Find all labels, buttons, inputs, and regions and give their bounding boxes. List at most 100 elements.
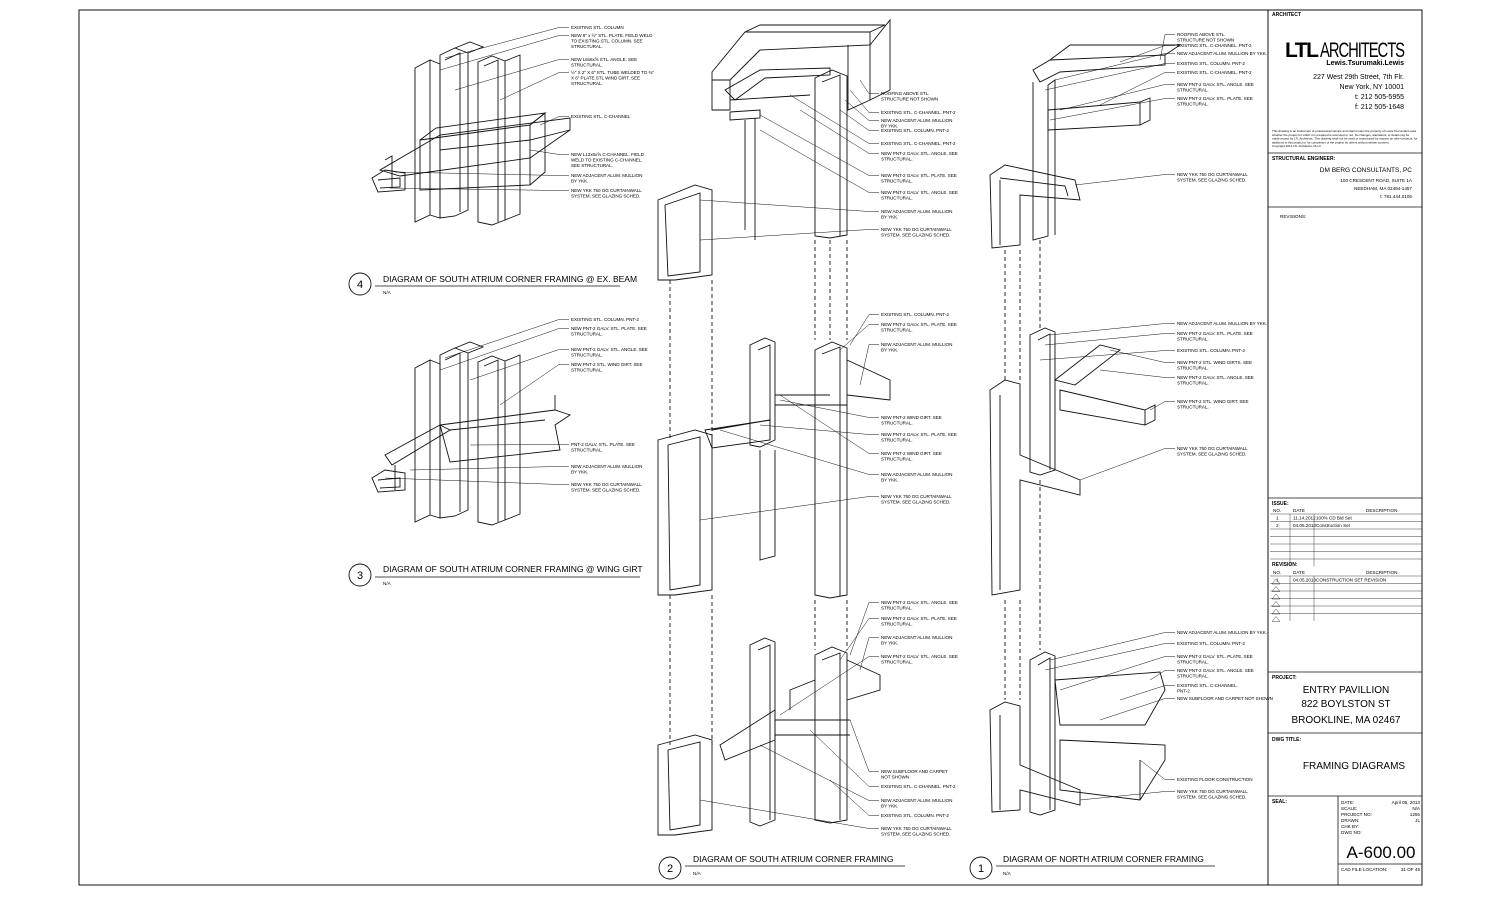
revision-delta-icon: [1271, 601, 1281, 607]
leader-line: [779, 399, 879, 418]
meta-label: PROJECT NO:: [1341, 812, 1372, 817]
callout-note: NEW ADJACENT ALUM. MULLION BY YKK.: [1177, 51, 1267, 56]
diagram-4-number-bubble: [348, 272, 372, 296]
leader-line: [539, 116, 569, 126]
leader-line: [469, 349, 569, 381]
leader-line: [1059, 84, 1175, 111]
leader-line: [439, 328, 569, 371]
leader-line: [699, 229, 879, 241]
disclaimer-line: made except by LTL Architects. This draw…: [1272, 137, 1417, 141]
leader-line: [1149, 401, 1175, 411]
leader-line: [699, 799, 879, 829]
copyright-disclaimer: This drawing is an instrument of profess…: [1272, 129, 1417, 148]
leader-line: [849, 719, 879, 772]
callout-note: EXISTING STL. COLUMN. PNT-2: [1177, 61, 1245, 66]
disclaimer-line: Copyright 2013 LTL Architects, PLLC: [1272, 144, 1322, 148]
diagram-1-title-block: 1 DIAGRAM OF NORTH ATRIUM CORNER FRAMING…: [969, 854, 1215, 880]
seal-label: SEAL:: [1272, 799, 1287, 805]
project-label: PROJECT:: [1272, 675, 1297, 681]
architect-label: ARCHITECT: [1272, 12, 1301, 18]
leader-line: [789, 94, 879, 144]
leader-line: [849, 314, 879, 346]
callout-note: EXISTING STL. COLUMN. PNT-2: [571, 317, 639, 322]
leader-line: [1044, 63, 1175, 91]
diagram-3-number: 3: [357, 570, 363, 582]
leader-line: [444, 27, 569, 59]
callout-note: EXISTING STL. C-CHANNEL. PNT-2: [881, 784, 956, 789]
leader-line: [809, 729, 879, 787]
callout-note: EXISTING STL. C-CHANNEL.PNT-2: [1177, 683, 1238, 694]
leader-line: [859, 79, 879, 94]
callout-note: EXISTING FLOOR CONSTRUCTION: [1177, 777, 1252, 782]
cad-file-label: CAD FILE LOCATION:: [1341, 867, 1387, 872]
revision-delta-icon: [1271, 593, 1281, 600]
leader-line: [1149, 670, 1175, 681]
leader-line: [469, 444, 569, 446]
callout-note: NEW ADJACENT ALUM. MULLION BY YKK.: [1177, 321, 1267, 326]
leader-line: [759, 114, 879, 176]
callout-note: EXISTING STL. C-CHANNEL. PNT-2: [1177, 70, 1252, 75]
leader-line: [1099, 72, 1175, 106]
leader-line: [384, 477, 569, 485]
leader-line: [1059, 656, 1175, 691]
leader-line: [1139, 759, 1175, 780]
leader-line: [829, 779, 879, 816]
table-cell: 1: [1276, 578, 1279, 583]
engineer-name: DM BERG CONSULTANTS, PC: [1320, 167, 1413, 174]
leader-line: [839, 618, 879, 661]
callout-note: EXISTING STL. C-CHANNEL: [571, 114, 631, 119]
leader-line: [839, 109, 879, 131]
revision-delta-icon: [1271, 616, 1281, 622]
callout-note: EXISTING STL. COLUMN. PNT-2: [881, 128, 949, 133]
meta-value: JL: [1415, 818, 1420, 823]
meta-label: DWG NO:: [1341, 830, 1362, 835]
meta-value: N/A: [1412, 806, 1421, 811]
diagram-1-scale: N/A: [1003, 871, 1012, 876]
leader-line: [1109, 349, 1175, 363]
diagram-4-drawing: [371, 41, 571, 226]
diagram-2-notes: ROOFING ABOVE STL.STRUCTURE NOT SHOWNEXI…: [881, 91, 958, 837]
table-header: DATE: [1293, 570, 1305, 575]
meta-label: DRAWN:: [1341, 818, 1359, 823]
leader-line: [719, 429, 879, 475]
leader-line: [389, 187, 569, 191]
firm-logo-bold: LTL: [1285, 39, 1319, 62]
leader-line: [1074, 174, 1175, 186]
diagram-4-scale: N/A: [383, 290, 392, 295]
callout-note: EXISTING STL. COLUMN. PNT-2: [1177, 348, 1245, 353]
leader-line: [779, 656, 879, 716]
leader-line: [1049, 323, 1175, 336]
leader-line: [1049, 632, 1175, 661]
leader-line: [699, 199, 879, 212]
sheet-count: 31 OF 45: [1401, 867, 1421, 872]
diagram-2-title: DIAGRAM OF SOUTH ATRIUM CORNER FRAMING: [693, 854, 894, 864]
sheet-border: [78, 9, 1423, 886]
disclaimer-line: This drawing is an instrument of profess…: [1272, 129, 1417, 133]
revision-delta-icon: [1271, 608, 1281, 615]
callout-note: NEW ADJACENT ALUM. MULLION BY YKK.: [1177, 630, 1267, 635]
diagram-2-number-bubble: [658, 856, 682, 880]
